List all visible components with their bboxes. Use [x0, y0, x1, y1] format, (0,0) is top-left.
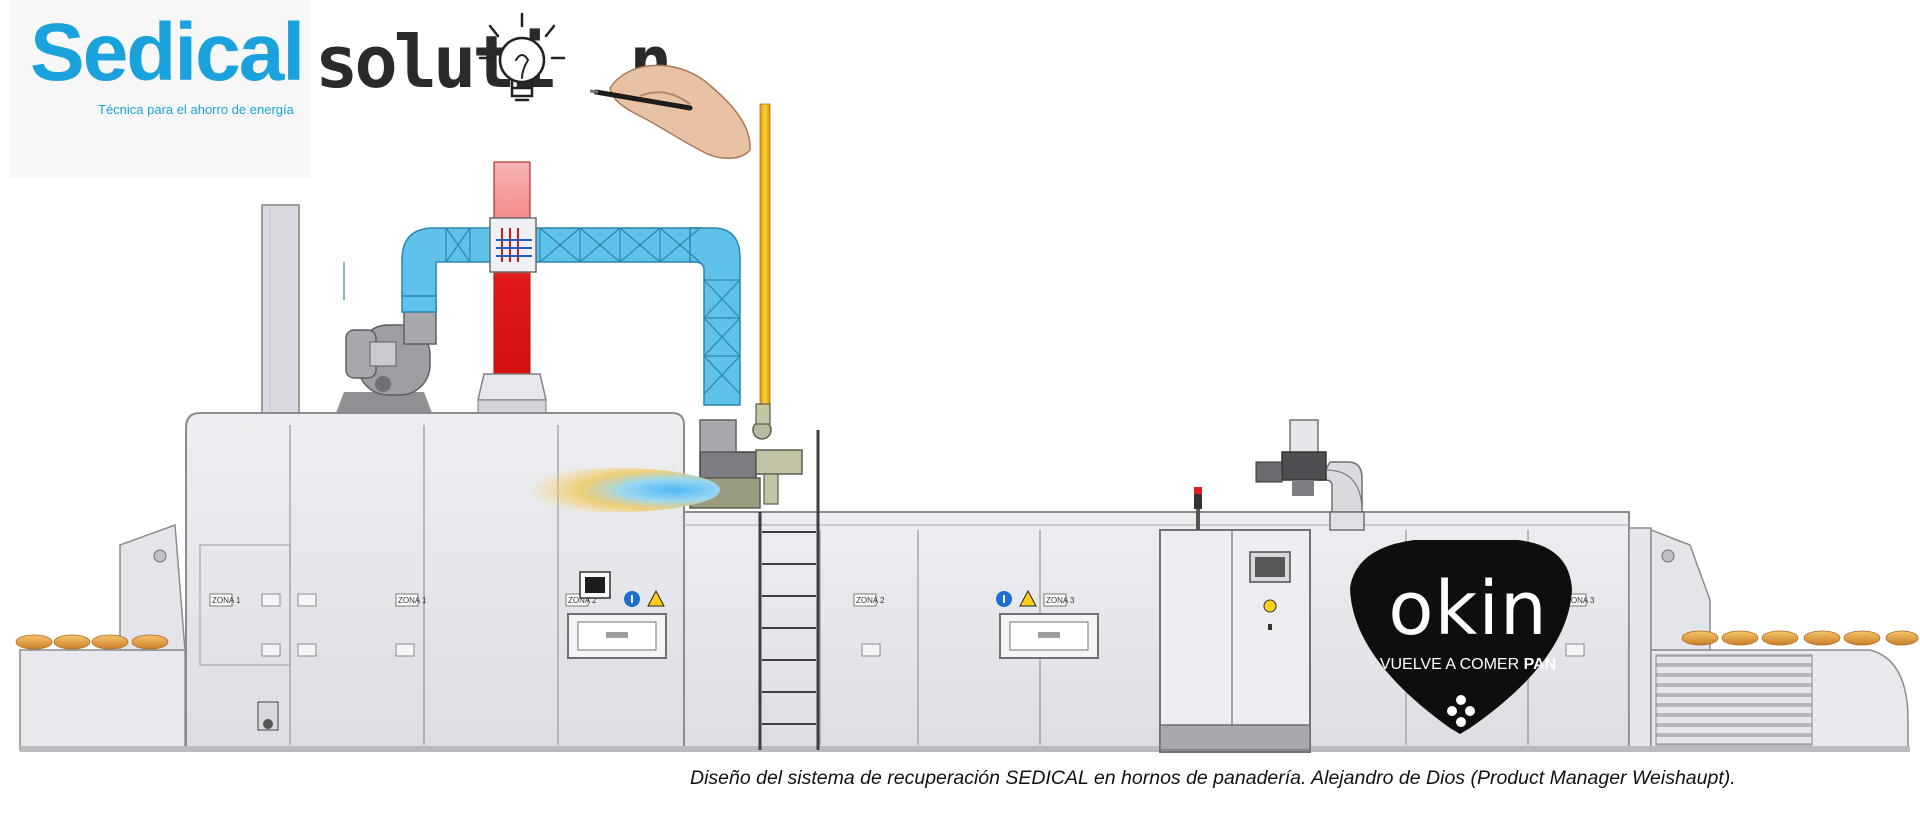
bread-loaves-right [1681, 630, 1919, 646]
bread-loaves-left [15, 634, 169, 650]
access-panels [261, 593, 1585, 657]
zone-label: ZONA 2 [568, 596, 597, 605]
oven-body [19, 412, 1910, 752]
info-icon [624, 591, 640, 607]
okin-badge [1350, 540, 1572, 734]
okin-slogan-main: VUELVE A COMER [1379, 656, 1520, 673]
brand-name: Sedical [30, 7, 305, 98]
gas-supply-pipe [759, 103, 771, 405]
recovery-duct [401, 227, 741, 406]
zone-label: ZONA 3 [1566, 596, 1595, 605]
secondary-burner [1255, 419, 1365, 531]
hand-with-pen-icon [589, 64, 751, 159]
blower-fan [336, 299, 437, 413]
zone-label: ZONA 1 [212, 596, 241, 605]
access-ladder [758, 430, 820, 750]
okin-bread-icon [1447, 695, 1475, 727]
okin-slogan-bold: PAN [1523, 656, 1557, 673]
hot-flue-stack [477, 161, 547, 414]
inspection-door [999, 613, 1099, 659]
zone-label: ZONA 2 [856, 596, 885, 605]
okin-logo-text: okin [1388, 566, 1548, 652]
pressure-gauge [257, 701, 279, 731]
warning-icon [647, 589, 665, 607]
lightbulb-icon [478, 12, 566, 102]
exhaust-chimney [261, 204, 300, 414]
info-icon [996, 591, 1012, 607]
zone-label: ZONA 1 [398, 596, 427, 605]
duct-bracing [343, 227, 741, 395]
okin-slogan: VUELVE A COMER PAN [1358, 656, 1578, 674]
burner-flame [510, 468, 720, 512]
zone-control-display [579, 571, 611, 599]
zone-label: ZONA 3 [1046, 596, 1075, 605]
figure-caption: Diseño del sistema de recuperación SEDIC… [690, 767, 1736, 789]
brand-tagline: Técnica para el ahorro de energía [98, 102, 294, 117]
control-cabinet [1159, 487, 1311, 753]
warning-icon [1019, 589, 1037, 607]
sedical-logo: Sedical Técnica para el ahorro de energí… [10, 0, 310, 178]
inspection-door [567, 613, 667, 659]
heat-exchanger [489, 217, 537, 273]
